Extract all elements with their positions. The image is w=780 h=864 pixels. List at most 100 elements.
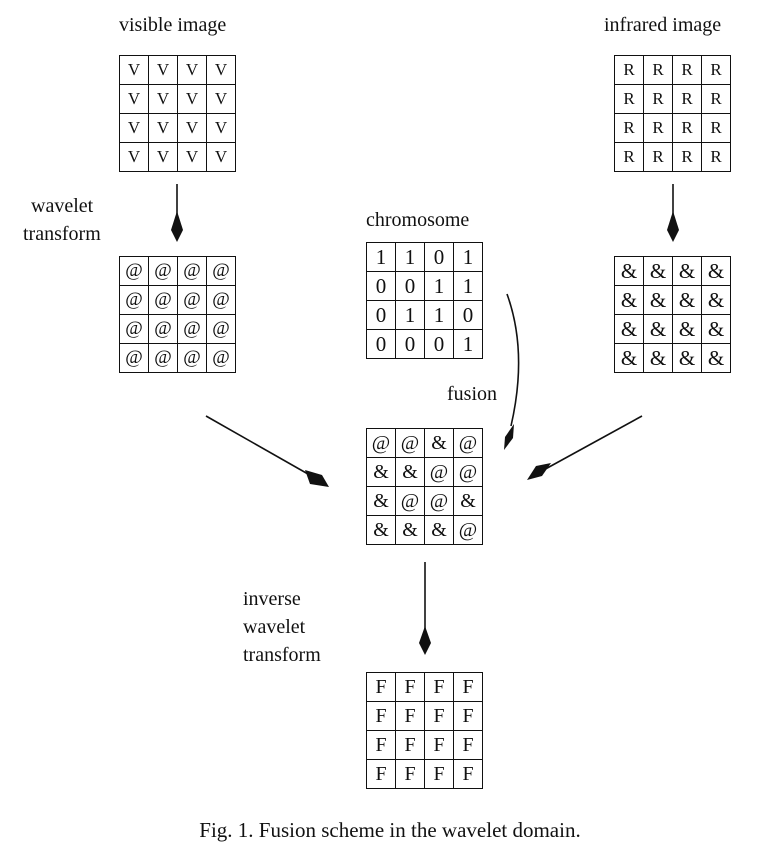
grid-cell: & [614, 285, 644, 315]
grid-cell: & [701, 314, 731, 344]
visible-wavelet-coefficients-grid: @@@@@@@@@@@@@@@@ [119, 256, 236, 373]
arrowhead-infrared-to-wavelet [667, 211, 679, 242]
grid-cell: 0 [366, 300, 396, 330]
wavelet-transform-label-line1: wavelet [31, 195, 94, 217]
grid-cell: @ [177, 256, 207, 286]
grid-cell: @ [206, 343, 236, 373]
grid-cell: R [701, 55, 731, 85]
grid-cell: & [366, 486, 396, 516]
grid-cell: 1 [453, 242, 483, 272]
grid-cell: @ [453, 428, 483, 458]
grid-cell: @ [177, 285, 207, 315]
grid-cell: 1 [424, 271, 454, 301]
arrowhead-inverse-transform [419, 626, 431, 655]
grid-cell: R [672, 142, 702, 172]
grid-cell: @ [424, 486, 454, 516]
grid-cell: & [614, 343, 644, 373]
grid-cell: V [177, 55, 207, 85]
fused-coefficients-grid: @@&@&&@@&@@&&&&@ [366, 428, 483, 545]
grid-cell: V [206, 113, 236, 143]
grid-cell: @ [119, 343, 149, 373]
grid-cell: 1 [366, 242, 396, 272]
grid-cell: F [395, 730, 425, 760]
grid-cell: R [614, 113, 644, 143]
arrowhead-visible-coeffs-to-fusion [305, 470, 329, 487]
grid-cell: V [119, 55, 149, 85]
grid-cell: R [643, 142, 673, 172]
grid-cell: @ [148, 343, 178, 373]
grid-cell: F [453, 759, 483, 789]
grid-cell: & [424, 515, 454, 545]
grid-cell: V [206, 55, 236, 85]
grid-cell: V [206, 142, 236, 172]
grid-cell: & [672, 256, 702, 286]
visible-image-label: visible image [119, 14, 227, 36]
arrowhead-infrared-coeffs-to-fusion [527, 463, 551, 480]
grid-cell: R [614, 142, 644, 172]
grid-cell: & [701, 256, 731, 286]
grid-cell: F [366, 759, 396, 789]
grid-cell: & [701, 343, 731, 373]
grid-cell: @ [148, 285, 178, 315]
grid-cell: @ [395, 428, 425, 458]
grid-cell: F [424, 730, 454, 760]
grid-row: &&&@ [366, 515, 483, 545]
grid-cell: 0 [453, 300, 483, 330]
grid-cell: F [395, 701, 425, 731]
grid-cell: 0 [366, 271, 396, 301]
grid-cell: 1 [395, 300, 425, 330]
arrow-infrared-coeffs-to-fusion-shaft [539, 415, 643, 473]
arrowhead-visible-to-wavelet [171, 211, 183, 242]
infrared-image-label: infrared image [604, 14, 722, 36]
grid-cell: V [177, 113, 207, 143]
grid-cell: @ [119, 285, 149, 315]
grid-cell: F [424, 759, 454, 789]
grid-cell: V [177, 142, 207, 172]
grid-cell: & [643, 314, 673, 344]
grid-cell: & [701, 285, 731, 315]
grid-cell: F [366, 701, 396, 731]
grid-cell: 0 [424, 329, 454, 359]
grid-row: @@@@ [119, 314, 236, 344]
grid-cell: F [395, 672, 425, 702]
infrared-wavelet-coefficients-grid: &&&&&&&&&&&&&&&& [614, 256, 731, 373]
grid-cell: F [453, 730, 483, 760]
grid-row: &&&& [614, 343, 731, 373]
fusion-label: fusion [447, 383, 497, 405]
grid-cell: & [395, 515, 425, 545]
grid-cell: & [643, 256, 673, 286]
grid-row: @@@@ [119, 285, 236, 315]
grid-cell: & [453, 486, 483, 516]
grid-cell: R [672, 84, 702, 114]
grid-cell: V [119, 113, 149, 143]
grid-cell: R [643, 55, 673, 85]
grid-cell: V [206, 84, 236, 114]
inverse-wavelet-label-line3: transform [243, 644, 321, 666]
grid-row: &&&& [614, 256, 731, 286]
grid-cell: F [453, 701, 483, 731]
grid-cell: & [643, 343, 673, 373]
grid-row: &&@@ [366, 457, 483, 487]
grid-cell: V [148, 113, 178, 143]
inverse-wavelet-label-line1: inverse [243, 588, 301, 610]
figure-caption: Fig. 1. Fusion scheme in the wavelet dom… [199, 818, 581, 842]
